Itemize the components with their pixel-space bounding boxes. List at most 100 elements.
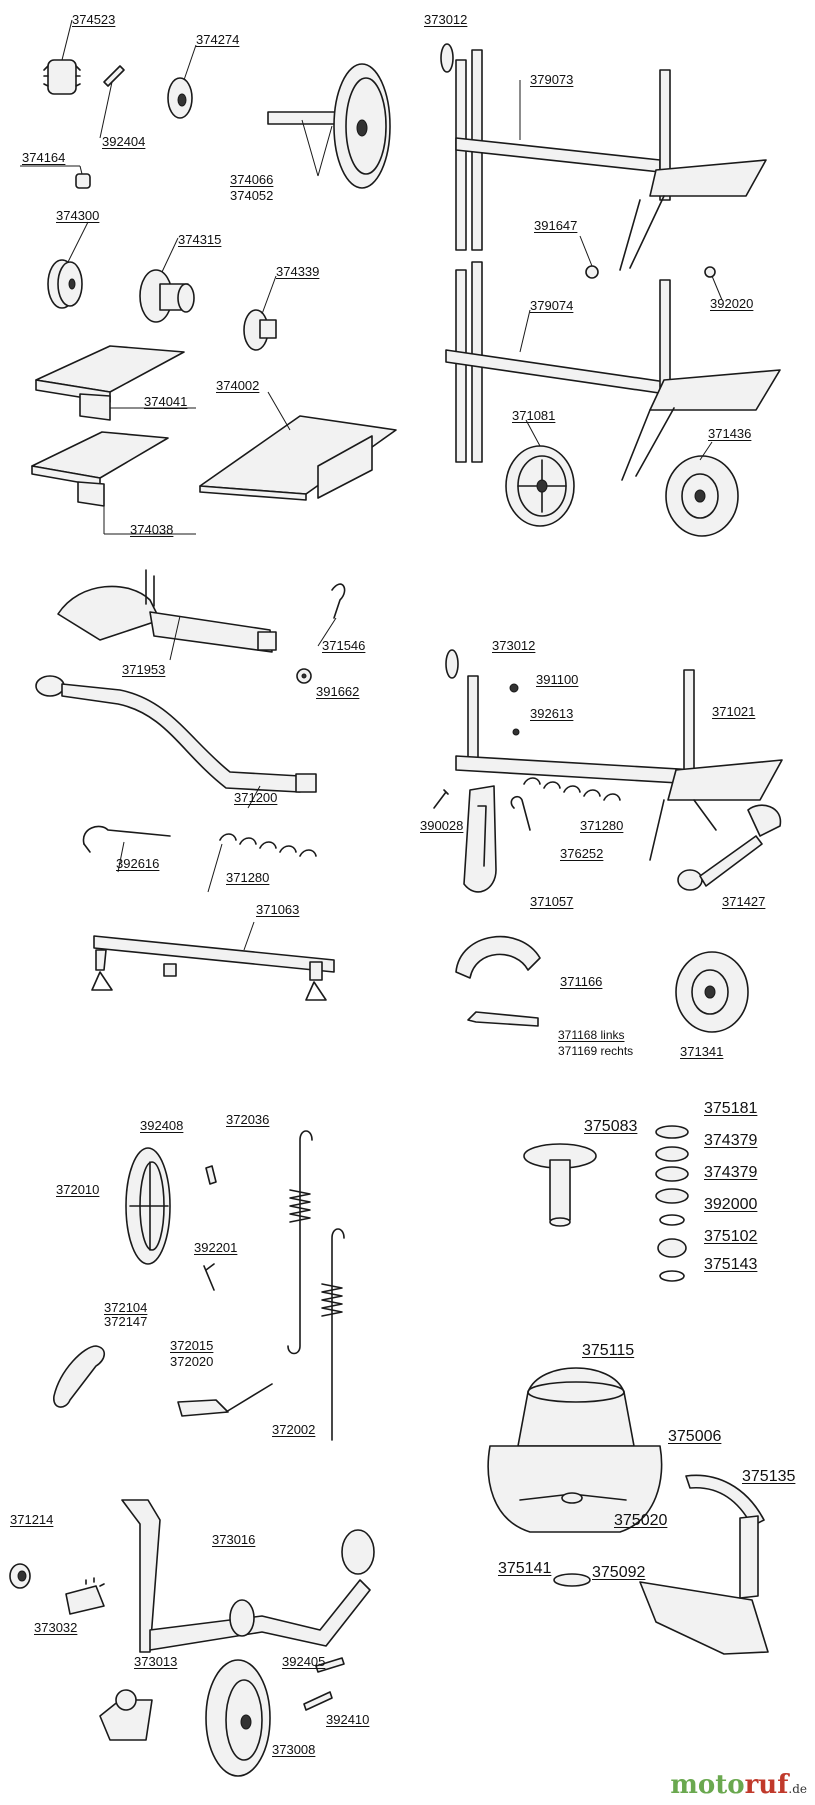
part-label: 374041 (144, 394, 188, 409)
nut-392020 (704, 266, 723, 301)
bolt-392613 (512, 728, 520, 736)
part-label: 371280 (580, 818, 624, 833)
watermark-part1: moto (670, 1770, 745, 1800)
part-label: 375092 (592, 1564, 646, 1581)
part-label: 374052 (230, 188, 274, 203)
drawbar-371200 (35, 675, 317, 809)
part-label: 374002 (216, 378, 260, 393)
part-label: 373032 (34, 1620, 78, 1635)
disc-373008 (205, 1659, 271, 1777)
part-label: 374379 (704, 1132, 758, 1149)
plate-374002 (199, 391, 397, 501)
screw-390028 (433, 789, 449, 809)
bush-374164 (20, 165, 91, 189)
pin-392408 (205, 1165, 217, 1185)
part-label: 373008 (272, 1742, 316, 1757)
part-label: 372036 (226, 1112, 270, 1127)
spring-rod-372036 (287, 1130, 313, 1355)
part-label: 375083 (584, 1118, 638, 1135)
pin-392404 (99, 65, 125, 139)
flange-375083 (523, 1143, 597, 1227)
part-label: 371168 links (558, 1028, 625, 1042)
chain-371280a (207, 833, 317, 893)
part-label: 374066 (230, 172, 274, 187)
clamp-373013 (99, 1689, 153, 1741)
part-label: 374523 (72, 12, 116, 27)
drum-375115 (487, 1367, 663, 1533)
frame-371021 (445, 649, 783, 861)
part-label: 374315 (178, 232, 222, 247)
plate-374038 (31, 431, 196, 535)
part-label: 371081 (512, 408, 556, 423)
part-label: 375115 (582, 1342, 635, 1359)
pulley-374339 (243, 275, 277, 351)
gear-shaft-373032 (65, 1577, 105, 1615)
plate-374041 (35, 345, 196, 421)
chain-371280b (523, 777, 621, 801)
part-label: 392410 (326, 1712, 370, 1727)
part-label: 375102 (704, 1228, 758, 1245)
hub-371427 (677, 804, 782, 891)
pulley-374274 (167, 44, 197, 119)
part-label: 371341 (680, 1044, 724, 1059)
pin-392201 (203, 1263, 215, 1291)
part-label: 372015 (170, 1338, 214, 1353)
part-label: 372002 (272, 1422, 316, 1437)
part-label: 374164 (22, 150, 66, 165)
part-label: 371021 (712, 704, 756, 719)
part-label: 379073 (530, 72, 574, 87)
part-label: 373012 (492, 638, 536, 653)
part-label: 373013 (134, 1654, 178, 1669)
part-label: 392616 (116, 856, 160, 871)
clip-371546 (317, 583, 346, 647)
part-label: 371546 (322, 638, 366, 653)
part-label: 375141 (498, 1560, 552, 1577)
part-label: 374300 (56, 208, 100, 223)
bearing-stack (655, 1125, 689, 1282)
bolt-391100 (509, 683, 519, 693)
part-label: 392408 (140, 1118, 184, 1133)
part-label: 375181 (704, 1100, 758, 1117)
part-label: 371057 (530, 894, 574, 909)
part-label: 372147 (104, 1314, 148, 1329)
pulley-374315 (139, 237, 195, 323)
part-label: 374274 (196, 32, 240, 47)
bracket-375092 (639, 1515, 769, 1655)
part-label: 392404 (102, 134, 146, 149)
part-label: 371280 (226, 870, 270, 885)
clip-376252 (510, 795, 531, 831)
washer-375141 (553, 1573, 591, 1587)
axle-371063 (91, 921, 335, 1001)
part-label: 371166 (560, 974, 603, 989)
part-label: 371200 (234, 790, 278, 805)
bracket-371057 (463, 785, 497, 893)
wheel-371436 (665, 441, 739, 537)
part-label: 392020 (710, 296, 754, 311)
pin-392405 (315, 1657, 345, 1673)
part-label: 391100 (536, 672, 579, 687)
lever-372015 (177, 1383, 273, 1417)
gear-374523 (43, 19, 81, 95)
frame-379074 (445, 261, 781, 481)
part-label: 375020 (614, 1512, 668, 1529)
watermark-suffix: .de (788, 1782, 807, 1796)
part-label: 373016 (212, 1532, 256, 1547)
part-label: 391662 (316, 684, 360, 699)
coupling-371953 (57, 569, 277, 661)
part-label: 374379 (704, 1164, 758, 1181)
part-label: 371953 (122, 662, 166, 677)
frame-379073 (440, 43, 767, 271)
watermark-part2: ruf (744, 1770, 789, 1800)
part-label: 391647 (534, 218, 578, 233)
part-label: 390028 (420, 818, 464, 833)
crank-frame-373016 (121, 1499, 375, 1653)
washer-391662 (296, 668, 312, 684)
part-label: 371169 rechts (558, 1044, 634, 1058)
part-label: 372020 (170, 1354, 214, 1369)
part-label: 375135 (742, 1468, 796, 1485)
part-label: 379074 (530, 298, 574, 313)
part-label: 375006 (668, 1428, 722, 1445)
wheel-371081 (505, 419, 575, 527)
